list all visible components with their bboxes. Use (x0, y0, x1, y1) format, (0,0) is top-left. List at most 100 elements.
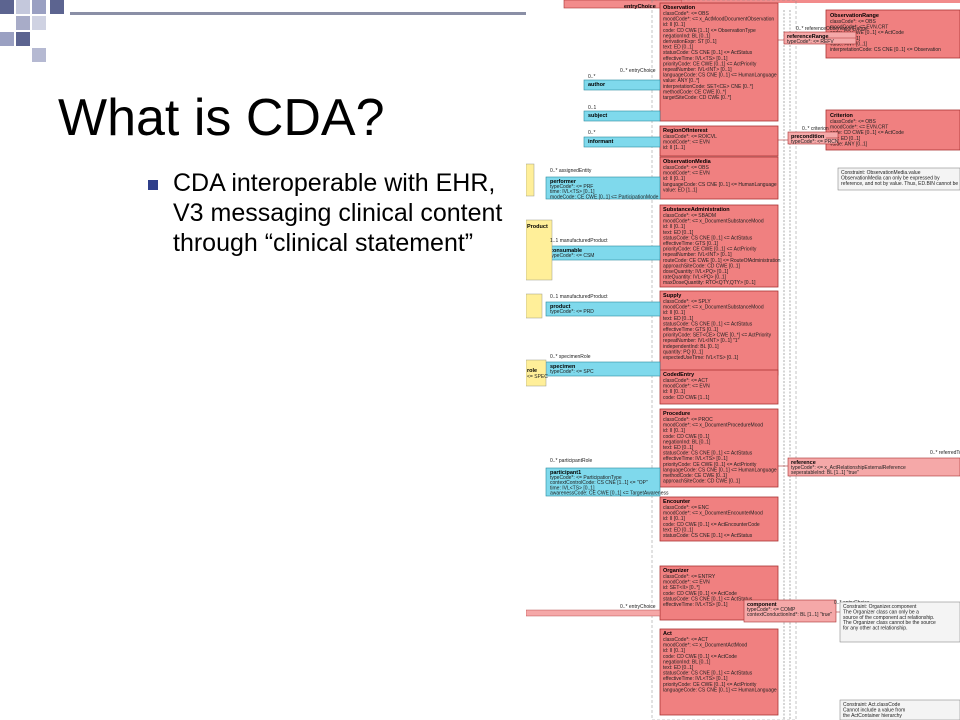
assoc-attr: seperatableInd: BL [1..1] "true" (791, 470, 859, 476)
class-attr: classCode*: <= OBS (830, 119, 877, 125)
slide-title: What is CDA? (58, 89, 385, 147)
class-attr: targetSiteCode: CD CWE [0..*] (663, 95, 732, 101)
class-attr: statusCode: CS CNE [0..1] <= ActStatus (663, 451, 753, 457)
class-attr: moodCode*: <= x_DocumentSubstanceMood (663, 219, 764, 225)
class-title-procedure: Procedure (663, 411, 690, 417)
class-attr: interpretationCode: CS CNE [0..1] <= Obs… (830, 47, 941, 53)
multiplicity-label: 0..* referredToE (930, 450, 960, 456)
multiplicity-label: 0..* specimenRole (550, 354, 591, 360)
multiplicity-label: 0..* criterion (802, 126, 829, 132)
class-attr: code: CD CWE [0..1] <= ActCode (663, 654, 737, 660)
class-attr: classCode*: <= SPLY (663, 299, 711, 305)
constraint-text: reference, and not by value. Thus, ED.BI… (841, 181, 958, 187)
assoc-attr: typeCode*: <= COMP (747, 607, 796, 613)
class-title-supply: Supply (663, 293, 682, 299)
assoc-attr: typeCode*: <= REFV (787, 39, 834, 45)
class-attr: id: II [1..1] (663, 145, 686, 151)
constraint-note (837, 167, 960, 191)
class-attr: id: II [0..1] (663, 428, 686, 434)
class-attr: moodCode*: <= EVN (663, 140, 710, 146)
class-attr: derivationExpr: ST [0..1] (663, 39, 717, 45)
assoc-title-referencerange: referenceRange (787, 34, 829, 40)
class-attr: routeCode: CE CWE [0..1] <= RouteOfAdmin… (663, 258, 781, 264)
class-attr: independentInd: BL [0..1] (663, 344, 719, 350)
multiplicity-label: 0..* entryChoice (620, 68, 656, 74)
participation-title-informant: informant (588, 139, 614, 145)
entrychoice-link (526, 609, 661, 617)
class-attr: value: ED [1..1] (663, 187, 698, 193)
assoc-title-component: component (747, 602, 777, 608)
class-attr: approachSiteCode: CD CWE [0..1] (663, 263, 741, 269)
class-attr: statusCode: CS CNE [0..1] <= ActStatus (663, 50, 753, 56)
multiplicity-label: 0..* referenceObservationRange (796, 26, 868, 32)
class-attr: negationInd: BL [0..1] (663, 439, 711, 445)
class-attr: approachSiteCode: CD CWE [0..1] (663, 479, 741, 485)
class-attr: languageCode: CS CNE [0..1] <= HumanLang… (663, 687, 777, 693)
class-attr: statusCode: CS CNE [0..1] <= ActStatus (663, 671, 753, 677)
class-title-regionofinterest: RegionOfInterest (663, 128, 708, 134)
class-attr: effectiveTime: IVL<TS> [0..1] (663, 676, 728, 682)
class-attr: classCode*: <= ACT (663, 637, 708, 643)
participation-attr: contextControlCode: CS CNE [1..1] <= "OP… (550, 480, 648, 486)
role-fragment-product (526, 219, 553, 281)
class-attr: effectiveTime: IVL<TS> [0..1] (663, 602, 728, 608)
participation-attr: awarenessCode: CE CWE [0..1] <= TargetAw… (550, 491, 669, 497)
constraint-text: for any other act relationship. (843, 626, 907, 632)
class-attr: moodCode*: <= EVN (663, 580, 710, 586)
class-attr: classCode*: <= ENC (663, 505, 709, 511)
class-attr: code: CD CWE [0..1] <= ActCode (830, 30, 904, 36)
constraint-text: Constraint: Organizer.component (843, 604, 917, 610)
choice-outline (651, 0, 797, 720)
class-attr: code: CD CWE [0..1] <= ActCode (830, 130, 904, 136)
class-box-codedentry (659, 369, 779, 405)
class-attr: text: ED [0..1] (663, 316, 694, 322)
class-attr: classCode*: <= PROC (663, 417, 713, 423)
multiplicity-label: 0..1 (588, 105, 597, 111)
participation-informant (583, 136, 661, 148)
class-attr: moodCode*: <= EVN.CRT (830, 125, 888, 131)
assoc-title-precondition: precondition (791, 134, 825, 140)
class-attr: text: ED [0..1] (663, 665, 694, 671)
class-attr: methodCode: CE CWE [0..1] (663, 473, 728, 479)
class-attr: priorityCode: SET<CE> CWE [0..*] <= ActP… (663, 333, 772, 339)
role-fragment (526, 293, 543, 319)
class-attr: classCode*: <= ROICVL (663, 134, 717, 140)
class-attr: value: ANY [0..*] (663, 78, 700, 84)
entrychoice-header: entryChoice (624, 4, 656, 10)
participation-attr: typeCode*: <= SPC (550, 369, 594, 375)
class-attr: id: II [0..1] (663, 22, 686, 28)
multiplicity-label: 0..1 manufacturedProduct (550, 294, 608, 300)
multiplicity-label: 0..* participantRole (550, 458, 592, 464)
class-attr: classCode*: <= SBADM (663, 213, 716, 219)
class-attr: moodCode*: <= x_DocumentActMood (663, 643, 747, 649)
class-attr: id: II [0..1] (663, 389, 686, 395)
class-attr: statusCode: CS CNE [0..1] <= ActStatus (663, 235, 753, 241)
class-title-observation: Observation (663, 5, 696, 11)
class-box-supply (659, 290, 779, 376)
class-attr: expectedUseTime: IVL<TS> [0..1] (663, 355, 739, 361)
multiplicity-label: 0..* (588, 74, 596, 80)
class-attr: negationInd: BL [0..1] (663, 33, 711, 39)
class-attr: text: ED [0..1] (663, 230, 694, 236)
class-attr: code: CD CWE [0..1] <= ActCode (663, 591, 737, 597)
diagram-canvas: entryChoice Observation classCode*: <= OBS… (526, 0, 960, 720)
top-rule (70, 12, 960, 15)
multiplicity-label: 0..* entryChoice (620, 604, 656, 610)
bullet-text: CDA interoperable with EHR, V3 messaging… (173, 169, 503, 257)
participation-performer (545, 176, 661, 200)
class-title-organizer: Organizer (663, 568, 690, 574)
class-box-criterion (825, 109, 960, 151)
participation-attr: typeCode*: <= PRF (550, 184, 593, 190)
bullet-square-icon (148, 180, 158, 190)
role-fragment (526, 163, 535, 197)
class-attr: priorityCode: CE CWE [0..1] <= ActPriori… (663, 247, 757, 253)
class-attr: repeatNumber: IVL<INT> [0..1] (663, 252, 732, 258)
constraint-text: the ActContainer hierarchy (843, 713, 902, 719)
class-attr: value: ANY [0..1] (830, 41, 868, 47)
class-attr: languageCode: CS CNE [0..1] <= HumanLang… (663, 182, 777, 188)
participation-title-subject: subject (588, 113, 607, 119)
class-attr: id: II [0..1] (663, 224, 686, 230)
class-box-act (659, 628, 779, 716)
participation-attr: modeCode: CE CWE [0..1] <= Participation… (550, 194, 659, 200)
class-attr: moodCode*: <= x_DocumentProcedureMood (663, 423, 763, 429)
